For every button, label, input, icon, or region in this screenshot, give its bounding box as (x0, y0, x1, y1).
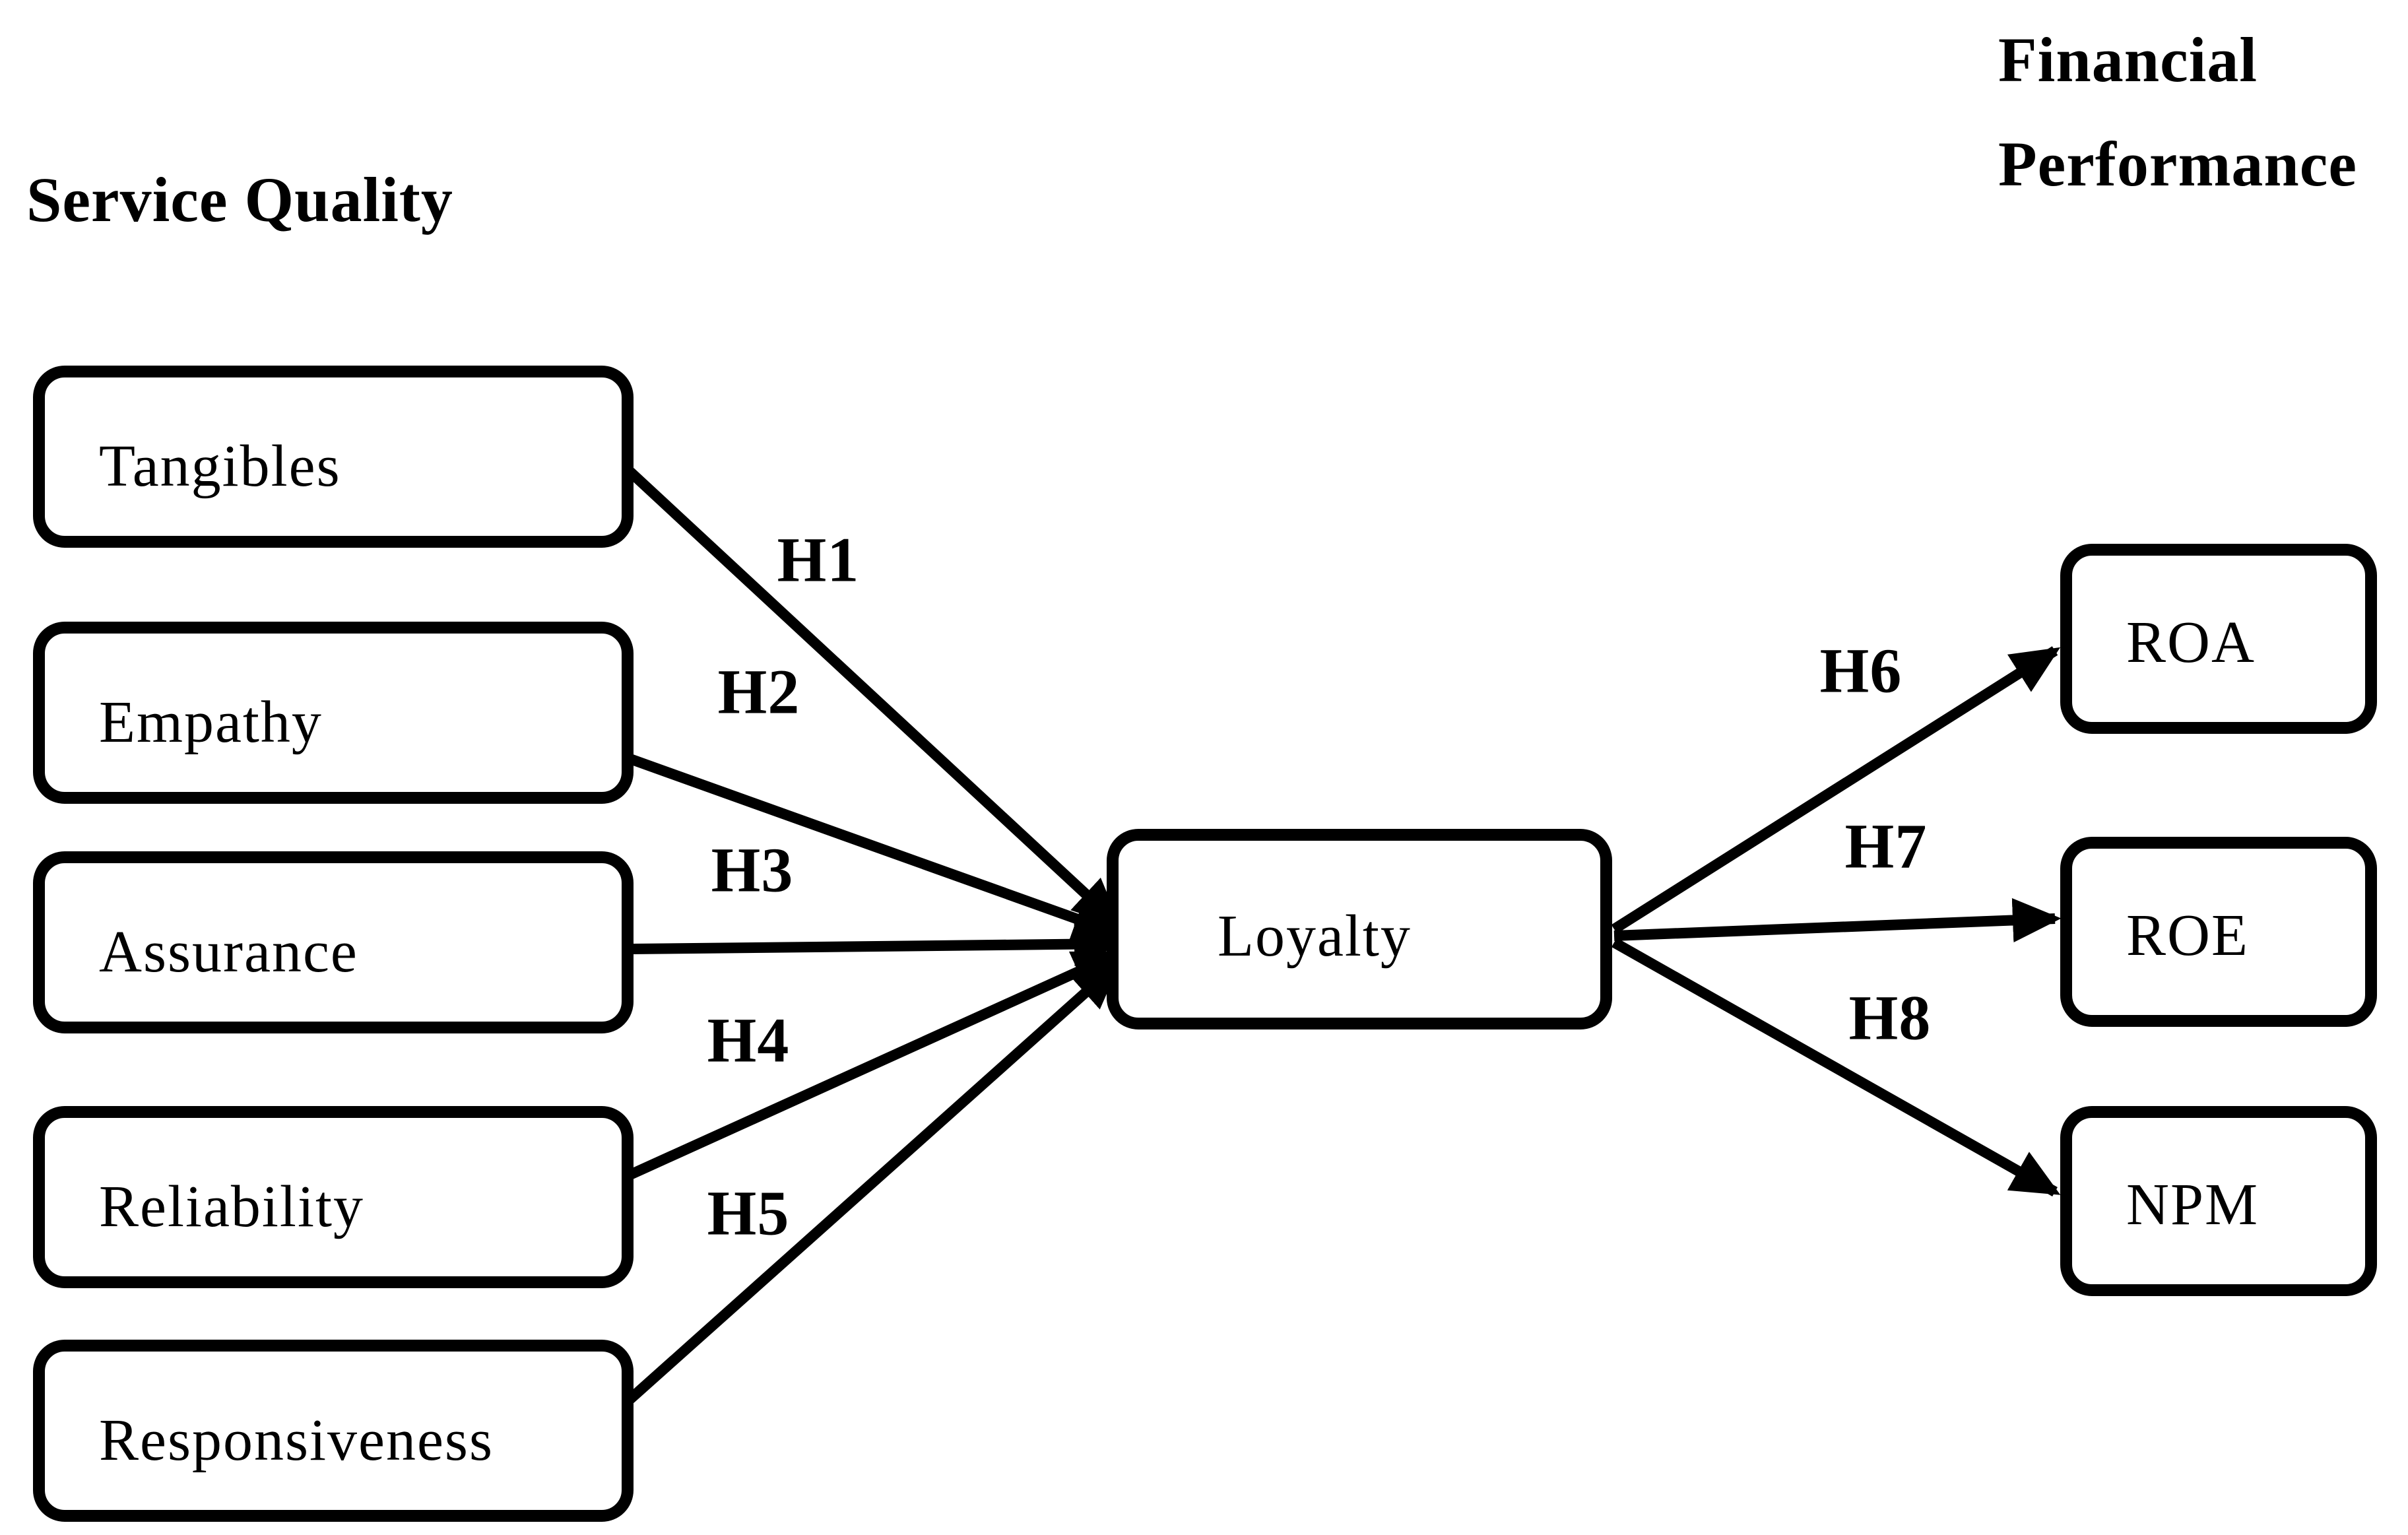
node-empathy: Empathy (33, 622, 634, 804)
edge-label-h5: H5 (707, 1177, 790, 1249)
node-responsiveness: Responsiveness (33, 1340, 634, 1522)
node-roa: ROA (2060, 544, 2377, 734)
edge-h7-line (1613, 898, 2062, 943)
edge-label-h6: H6 (1819, 635, 1903, 706)
node-empathy-label: Empathy (99, 689, 323, 755)
node-reliability-label: Reliability (99, 1173, 364, 1239)
node-roe-label: ROE (2126, 902, 2249, 968)
financial-performance-heading: Financial Performance (1998, 8, 2357, 216)
edge-h4-line (628, 949, 1123, 1180)
edge-h3-line (630, 922, 1123, 967)
node-loyalty: Loyalty (1107, 829, 1612, 1029)
edge-h2-line (628, 754, 1123, 940)
node-npm: NPM (2060, 1106, 2377, 1296)
financial-performance-heading-line2: Performance (1998, 129, 2358, 199)
node-loyalty-label: Loyalty (1218, 903, 1412, 969)
node-responsiveness-label: Responsiveness (99, 1407, 494, 1473)
financial-performance-heading-line1: Financial (1998, 24, 2258, 95)
node-roe: ROE (2060, 837, 2377, 1027)
edge-h8-line (1611, 938, 2061, 1196)
edge-label-h8: H8 (1848, 982, 1932, 1053)
node-assurance: Assurance (33, 851, 634, 1033)
edge-label-h2: H2 (717, 656, 800, 727)
node-assurance-label: Assurance (99, 919, 358, 985)
edge-label-h3: H3 (711, 834, 794, 905)
edge-label-h4: H4 (707, 1004, 790, 1076)
node-reliability: Reliability (33, 1106, 634, 1288)
node-roa-label: ROA (2126, 609, 2256, 675)
edge-h1-line (626, 468, 1122, 927)
edge-label-h7: H7 (1844, 810, 1928, 882)
service-quality-heading: Service Quality (26, 164, 453, 235)
edge-h6-line (1611, 646, 2061, 934)
node-tangibles: Tangibles (33, 366, 634, 548)
edge-h5-line (626, 960, 1122, 1403)
node-npm-label: NPM (2126, 1171, 2260, 1237)
node-tangibles-label: Tangibles (99, 433, 341, 499)
edge-label-h1: H1 (777, 524, 860, 595)
